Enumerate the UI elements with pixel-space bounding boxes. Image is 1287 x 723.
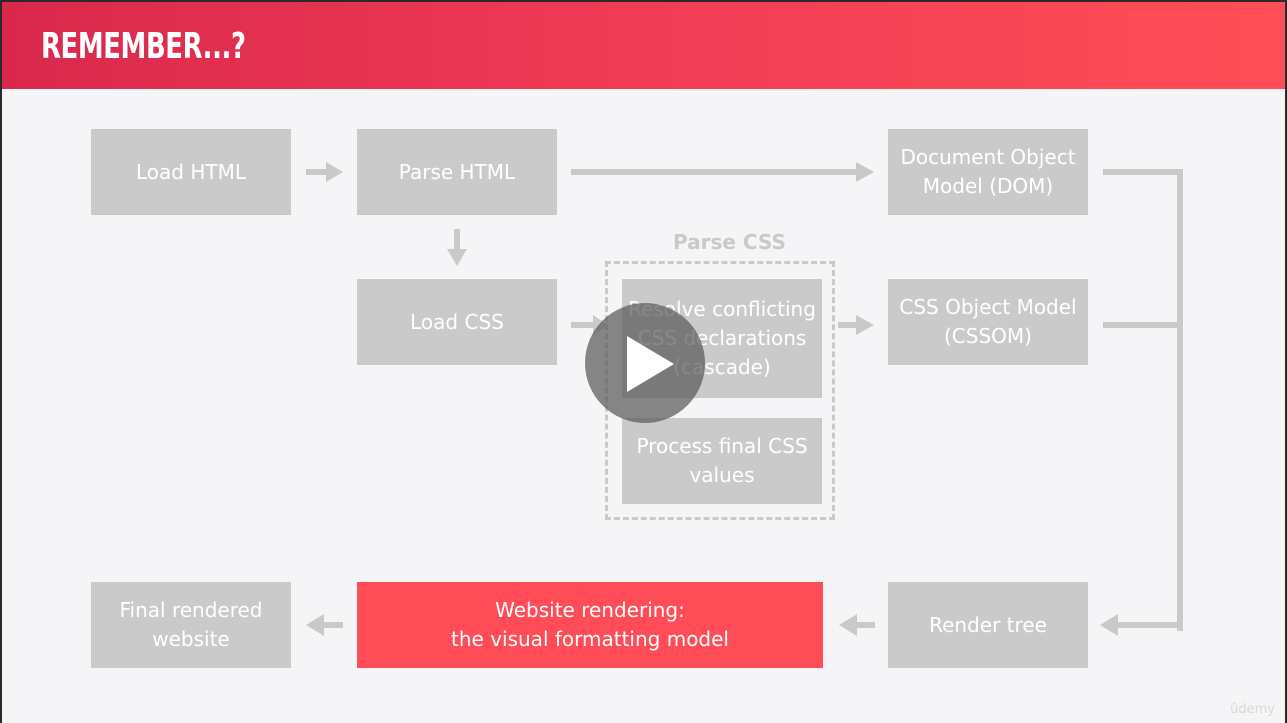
parse-css-label: Parse CSS	[673, 230, 786, 254]
render-tree-box: Render tree	[888, 582, 1088, 668]
frame-top	[0, 0, 1287, 2]
load-html-box: Load HTML	[91, 129, 291, 215]
website-rendering-box: Website rendering: the visual formatting…	[357, 582, 823, 668]
frame-left	[0, 0, 2, 723]
play-button[interactable]	[585, 303, 705, 423]
cssom-box: CSS Object Model (CSSOM)	[888, 279, 1088, 365]
slide-header: REMEMBER...?	[2, 2, 1285, 89]
load-css-box: Load CSS	[357, 279, 557, 365]
parse-html-box: Parse HTML	[357, 129, 557, 215]
brand-watermark: ûdemy	[1230, 702, 1275, 717]
slide-title: REMEMBER...?	[41, 26, 246, 67]
play-icon	[627, 336, 674, 392]
dom-box: Document Object Model (DOM)	[888, 129, 1088, 215]
final-website-box: Final rendered website	[91, 582, 291, 668]
process-css-box: Process final CSS values	[622, 418, 822, 504]
frame-right	[1285, 0, 1287, 723]
